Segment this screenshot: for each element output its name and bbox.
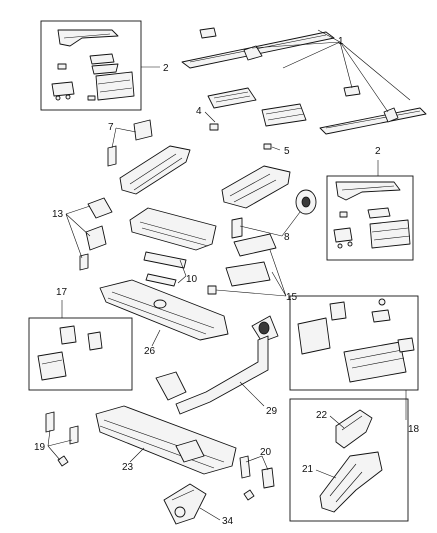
callout-7: 7 (108, 122, 114, 133)
part-7-front-rail (107, 119, 191, 195)
part-13-brackets (79, 197, 113, 271)
callout-22: 22 (316, 410, 328, 421)
part-4-floor-pan (207, 87, 257, 131)
callout-1: 1 (338, 36, 344, 47)
leaders-1 (251, 29, 411, 113)
inset-box-part-2-left (40, 20, 142, 111)
leader-13 (65, 205, 91, 259)
leader-22 (329, 415, 345, 429)
part-10-crossmember (129, 207, 217, 287)
inset-box-part-2-right (326, 175, 414, 261)
part-1-floor-rails (181, 27, 427, 135)
leader-20 (245, 455, 269, 471)
inset-box-part-17 (28, 317, 133, 391)
part-15-brackets (207, 233, 277, 295)
callout-20: 20 (260, 447, 272, 458)
leader-5 (271, 146, 281, 151)
callout-23: 23 (122, 462, 134, 473)
callout-2-left: 2 (163, 63, 169, 74)
callout-13: 13 (52, 209, 64, 220)
leader-23 (129, 447, 145, 463)
leader-7 (111, 127, 137, 149)
leader-8 (239, 211, 301, 237)
leader-29 (239, 381, 265, 407)
callout-18: 18 (408, 424, 420, 435)
inset-box-part-18 (289, 295, 419, 391)
part-26-front-crossmember (99, 279, 229, 341)
part-34-bracket (163, 483, 207, 525)
leader-34 (199, 507, 221, 521)
leader-15 (215, 249, 287, 297)
part-5-floor-pan (261, 103, 307, 150)
callout-15: 15 (286, 292, 298, 303)
part-19-brackets (45, 411, 79, 467)
callout-34: 34 (222, 516, 234, 527)
part-8-side-rail (221, 165, 317, 239)
callout-8: 8 (284, 232, 290, 243)
callout-26: 26 (144, 346, 156, 357)
callout-5: 5 (284, 146, 290, 157)
leader-4 (204, 111, 216, 123)
leader-19 (47, 429, 73, 461)
part-20-brackets (239, 455, 275, 501)
callout-10: 10 (186, 274, 198, 285)
callout-29: 29 (266, 406, 278, 417)
leader-10 (177, 259, 187, 284)
callout-21: 21 (302, 464, 314, 475)
leader-26 (151, 329, 161, 347)
part-23-subframe (95, 405, 237, 475)
leader-21 (315, 469, 337, 479)
callout-4: 4 (196, 106, 202, 117)
callout-17: 17 (56, 287, 68, 298)
callout-19: 19 (34, 442, 46, 453)
part-29-strut (155, 315, 279, 415)
inset-box-parts-21-22 (289, 398, 409, 522)
callout-2-right: 2 (375, 146, 381, 157)
